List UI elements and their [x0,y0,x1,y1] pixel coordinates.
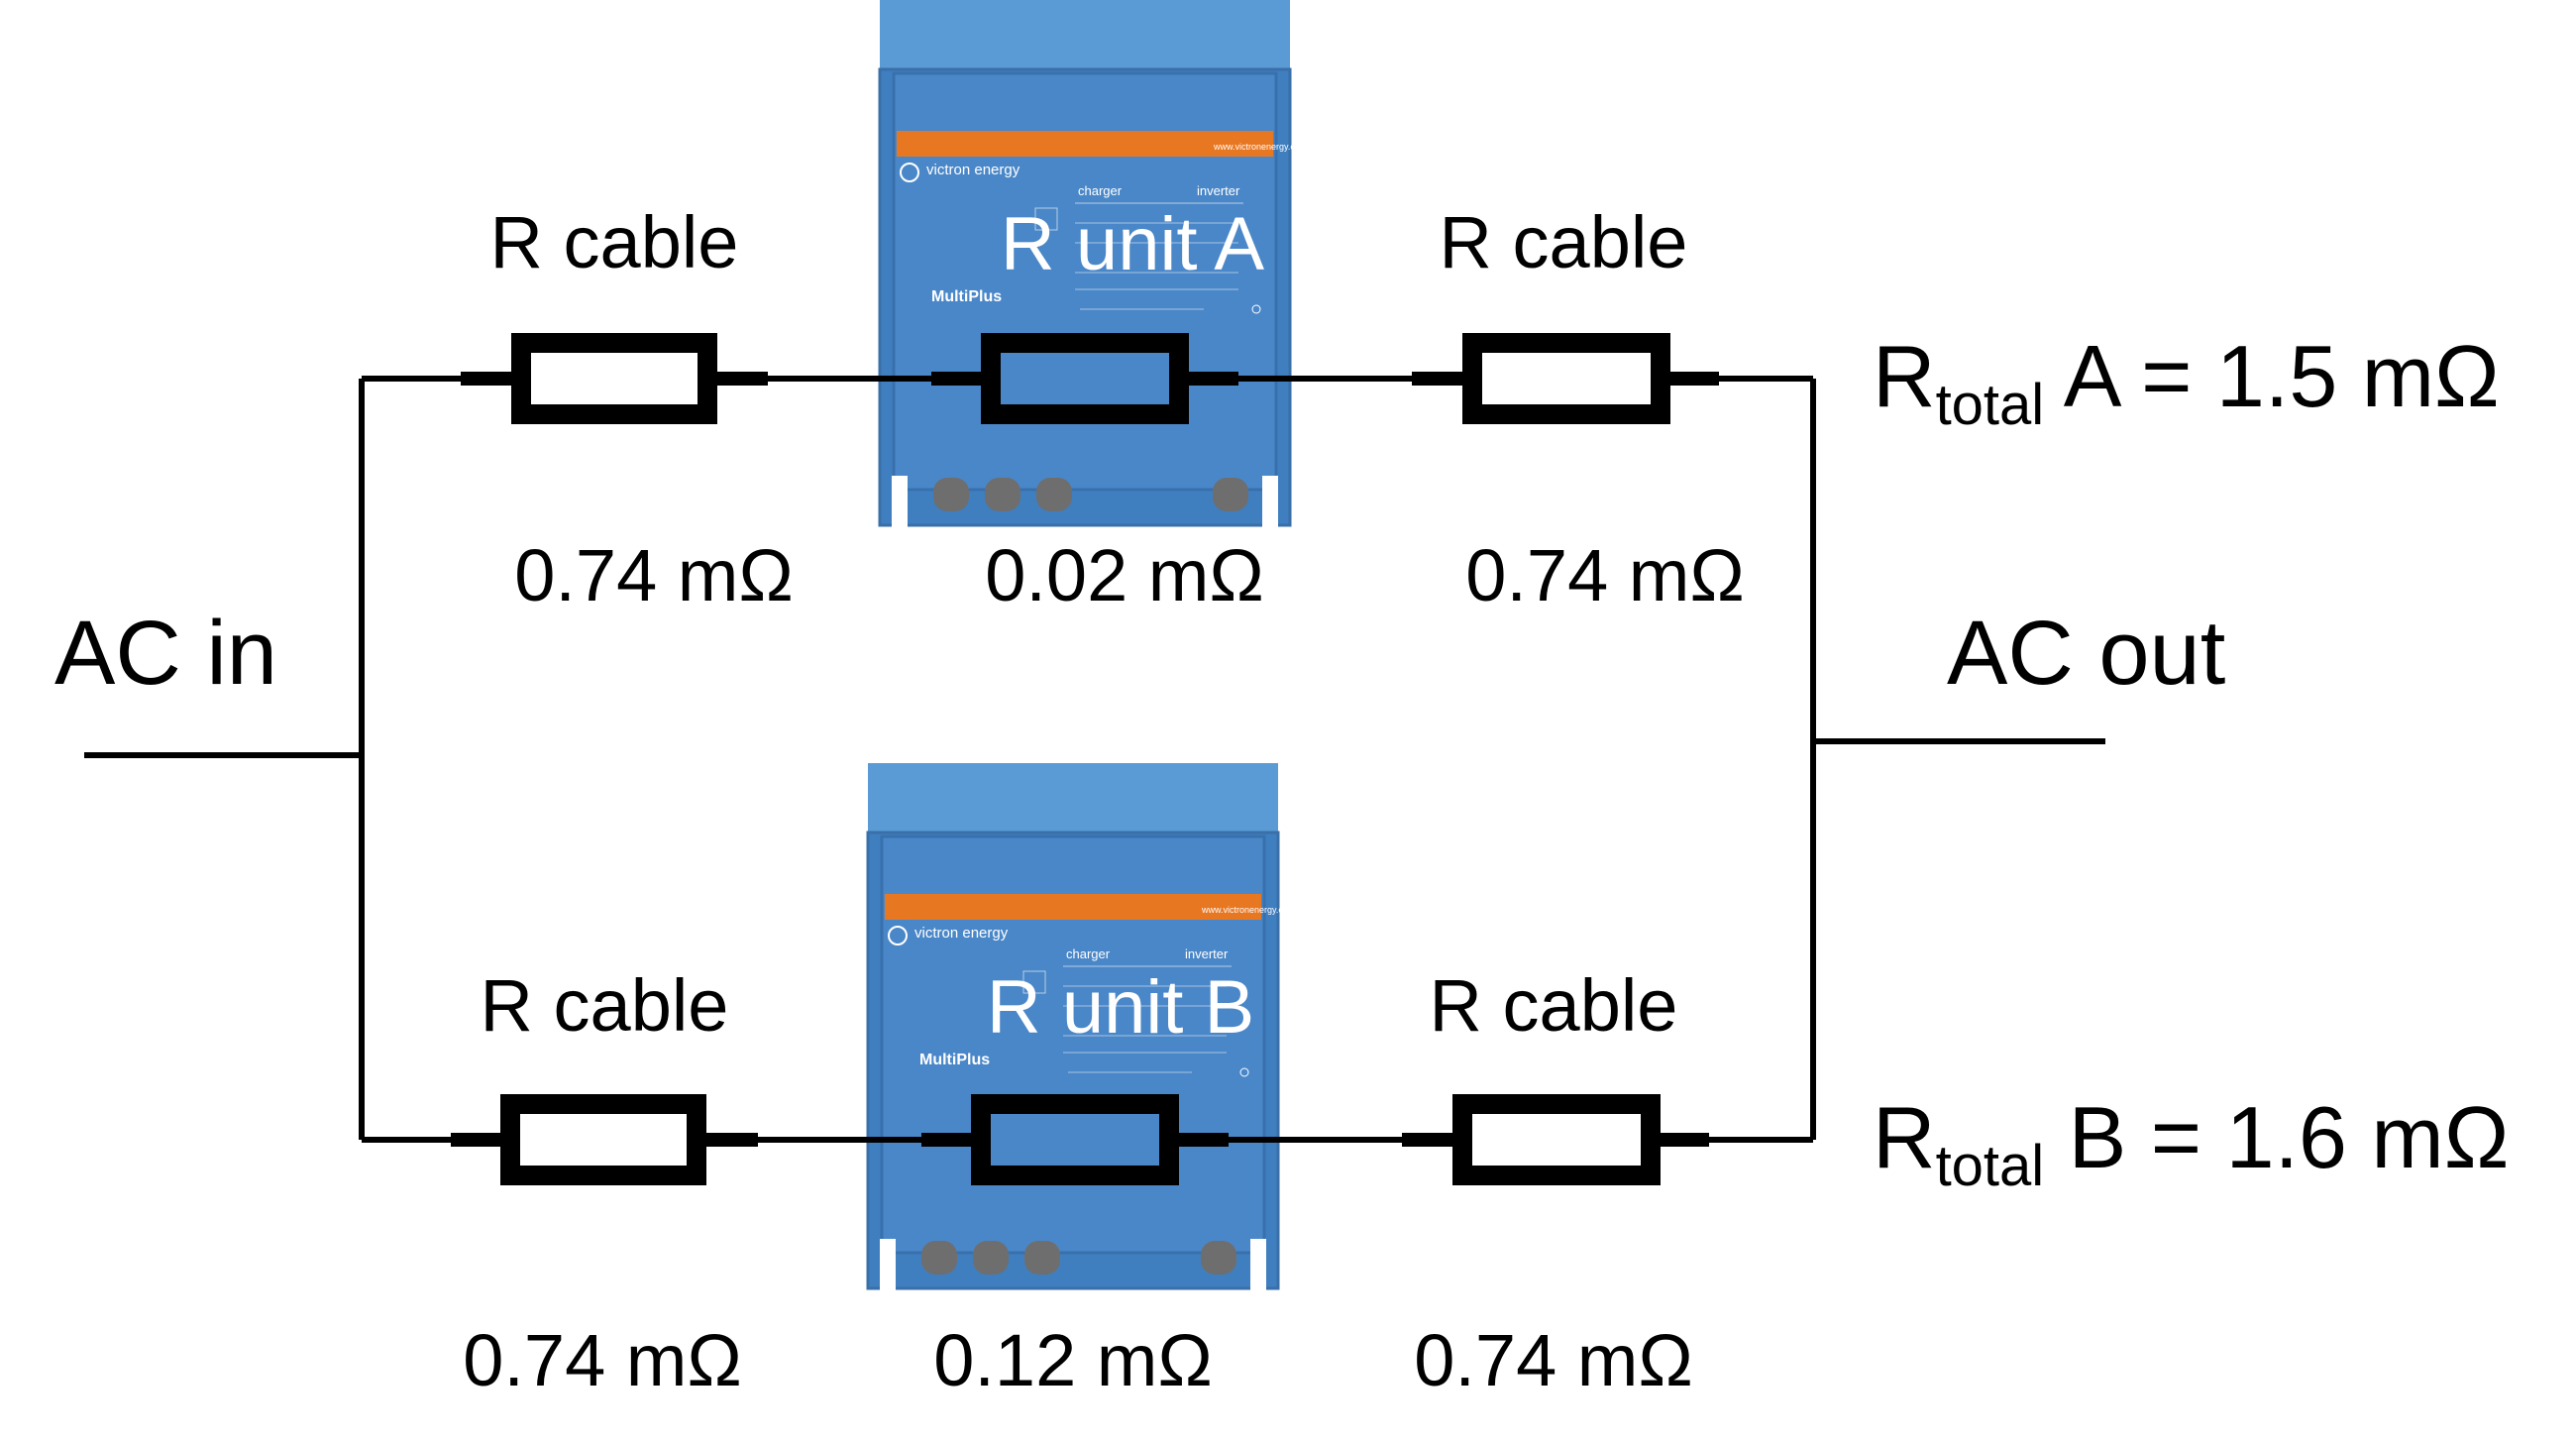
inverter-heading: inverter [1185,946,1229,961]
multiplus-unit-b: www.victronenergy.com victron energy cha… [866,763,1295,1290]
branch-a-cable-right-label: R cable [1440,201,1688,283]
unit-b-label: R unit B [987,965,1254,1050]
inverter-heading: inverter [1197,183,1240,198]
branch-a-cable-left-label: R cable [490,201,739,283]
branch-b-total: Rtotal B = 1.6 mΩ [1873,1088,2510,1198]
branch-b-cable-left-value: 0.74 mΩ [463,1319,742,1401]
resistor-unit-a [981,333,1189,424]
branch-a-total: Rtotal A = 1.5 mΩ [1873,327,2500,437]
branch-a-cable-right-value: 0.74 mΩ [1465,534,1745,616]
terminal-glands [921,1241,957,1275]
resistor-cable-b-right [1452,1094,1661,1185]
ac-in-label: AC in [54,603,277,704]
device-website: www.victronenergy.com [1201,905,1295,915]
victron-logo-icon [888,926,908,945]
device-model: MultiPlus [919,1052,990,1068]
branch-a-unit-value: 0.02 mΩ [985,534,1264,616]
resistor-unit-b [971,1094,1179,1185]
branch-b-cable-right-value: 0.74 mΩ [1414,1319,1693,1401]
terminal-glands [933,478,969,511]
victron-logo-icon [900,163,919,182]
branch-a-resistors [461,333,1719,424]
branch-b-resistors [451,1094,1709,1185]
branch-a-cable-left-value: 0.74 mΩ [514,534,794,616]
ac-out-label: AC out [1947,603,2225,704]
resistor-cable-a-right [1462,333,1670,424]
resistor-cable-b-left [500,1094,706,1185]
device-brand: victron energy [914,925,1009,942]
branch-b-cable-left-label: R cable [481,964,729,1047]
device-brand: victron energy [926,162,1020,178]
device-model: MultiPlus [931,288,1002,305]
branch-b-unit-value: 0.12 mΩ [933,1319,1213,1401]
multiplus-unit-a: www.victronenergy.com victron energy cha… [878,0,1307,527]
charger-heading: charger [1078,183,1123,198]
orange-stripe [885,894,1261,920]
unit-a-label: R unit A [1001,202,1264,286]
branch-b-cable-right-label: R cable [1430,964,1678,1047]
charger-heading: charger [1066,946,1111,961]
orange-stripe [897,131,1273,157]
resistor-cable-a-left [511,333,717,424]
device-website: www.victronenergy.com [1213,142,1307,152]
